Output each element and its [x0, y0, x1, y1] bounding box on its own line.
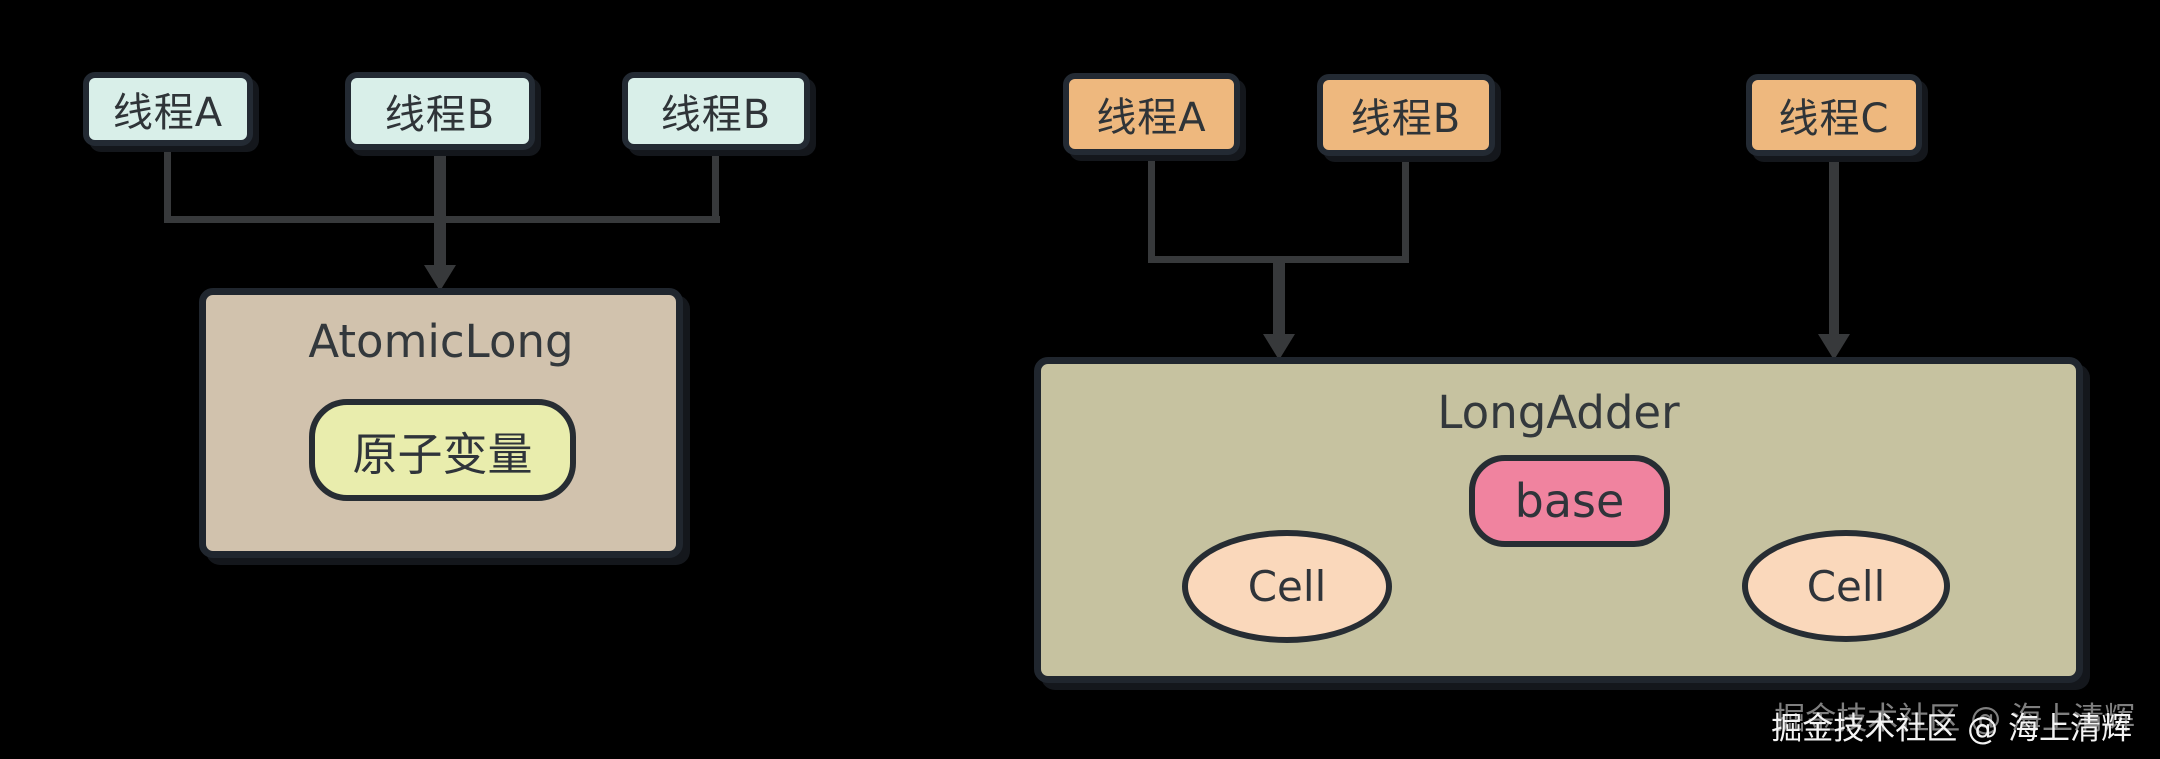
thread-box-left-b2: 线程B [622, 72, 810, 150]
atomiclong-title: AtomicLong [308, 315, 574, 368]
watermark-text: 掘金技术社区 @ 海上清辉 [1771, 711, 2132, 747]
connector-left-threadB2 [712, 148, 719, 223]
watermark-echo-text: 掘金技术社区 @ 海上清辉 [1774, 701, 2135, 737]
cell-label: Cell [1247, 562, 1327, 611]
connector-right-threadA [1148, 155, 1155, 260]
atomic-variable-label: 原子变量 [352, 427, 533, 481]
thread-label: 线程B [660, 92, 772, 138]
connector-left-merged-stem [434, 149, 446, 267]
arrow-into-longadder-left-icon [1263, 334, 1295, 360]
longadder-title: LongAdder [1437, 386, 1680, 439]
thread-box-right-b: 线程B [1317, 74, 1495, 156]
connector-right-threadC [1829, 156, 1839, 336]
thread-label: 线程A [1096, 95, 1207, 141]
cell-ellipse-left: Cell [1182, 530, 1392, 643]
thread-label: 线程C [1778, 96, 1890, 142]
thread-label: 线程A [112, 90, 224, 136]
thread-label: 线程B [384, 92, 496, 138]
atomic-variable-pill: 原子变量 [309, 399, 576, 501]
thread-box-right-c: 线程C [1746, 74, 1922, 156]
thread-box-left-b1: 线程B [345, 72, 535, 150]
cell-ellipse-right: Cell [1742, 530, 1950, 642]
thread-box-right-a: 线程A [1063, 73, 1240, 155]
longadder-box: LongAdder base Cell Cell [1034, 357, 2083, 683]
connector-right-threadB [1402, 155, 1409, 260]
atomiclong-box: AtomicLong 原子变量 [199, 288, 683, 558]
arrow-into-longadder-right-icon [1818, 334, 1850, 360]
base-pill: base [1469, 455, 1670, 547]
connector-left-threadA [164, 146, 171, 223]
thread-label: 线程B [1350, 96, 1462, 142]
base-label: base [1514, 474, 1625, 528]
cell-label: Cell [1806, 561, 1886, 611]
arrow-into-atomiclong-icon [424, 265, 456, 291]
connector-right-merged-stem [1273, 256, 1285, 336]
thread-box-left-a: 线程A [83, 72, 253, 146]
